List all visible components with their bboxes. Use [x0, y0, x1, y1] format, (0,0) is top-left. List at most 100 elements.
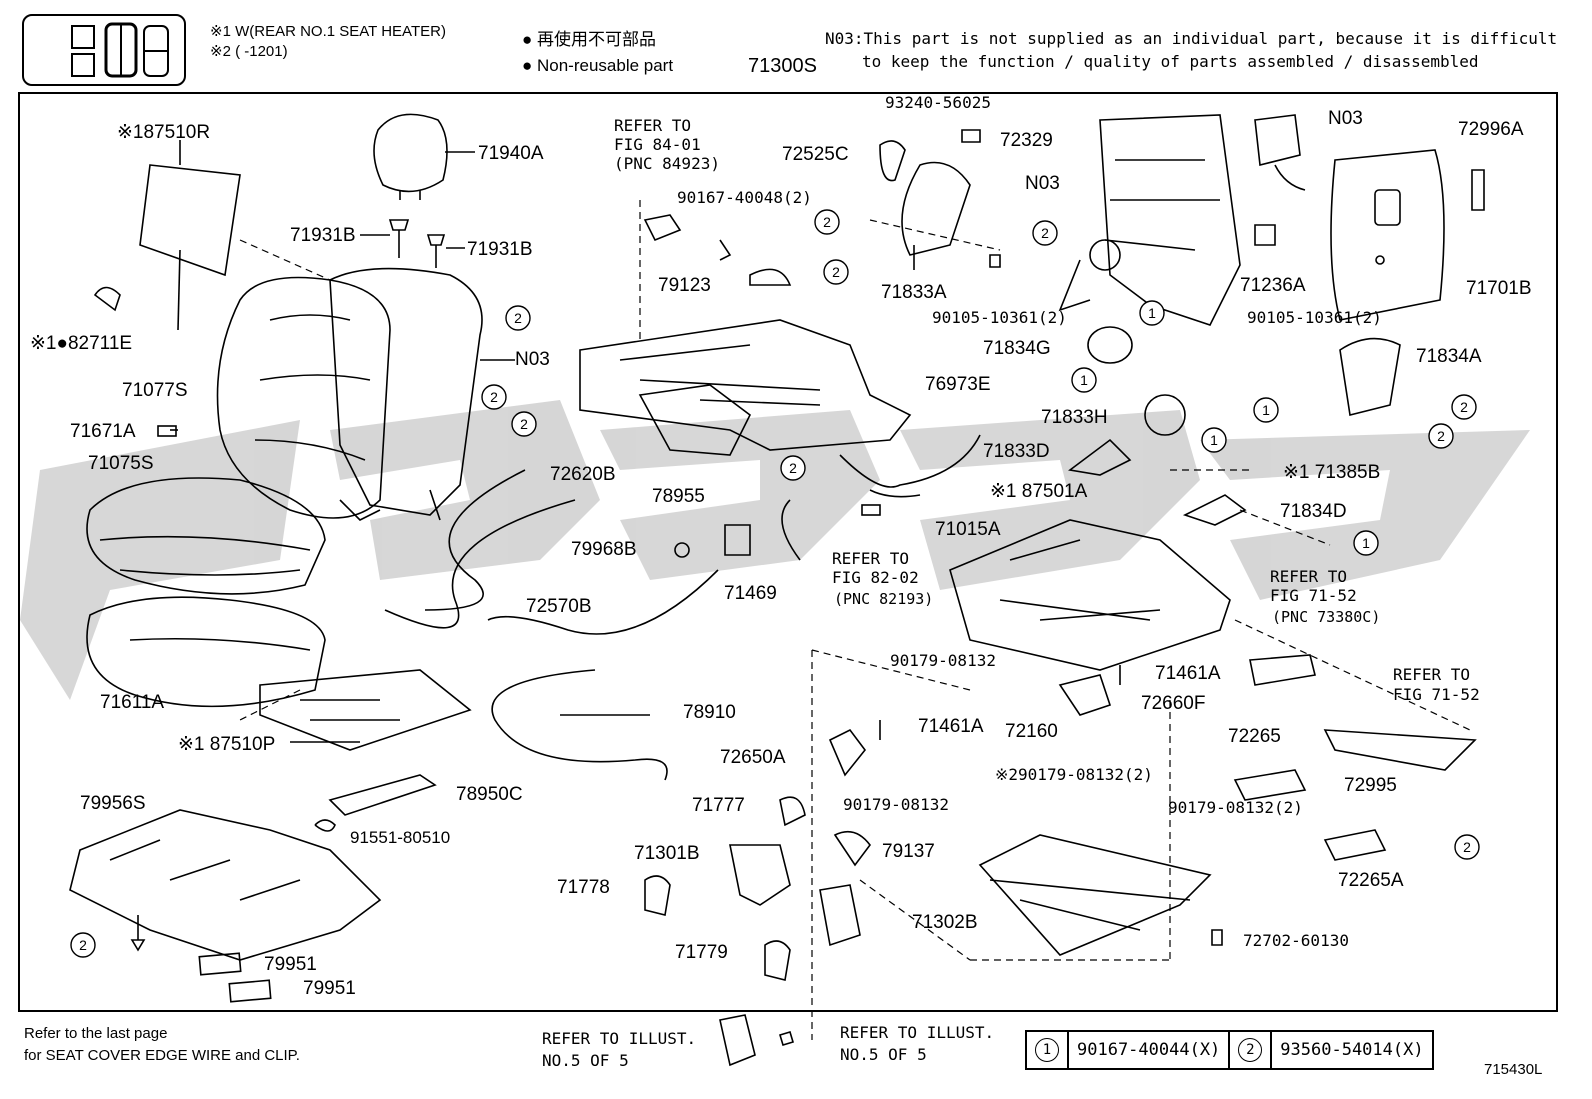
svg-text:1: 1 — [1362, 535, 1370, 551]
label-79968b: 79968B — [571, 539, 637, 560]
svg-text:2: 2 — [520, 416, 528, 432]
label-n03-back: N03 — [515, 349, 550, 370]
label-72702-60130: 72702-60130 — [1243, 931, 1349, 950]
label-71077s: 71077S — [122, 380, 188, 401]
svg-text:1: 1 — [1148, 305, 1156, 321]
label-71611a: 71611A — [100, 692, 165, 713]
svg-text:2: 2 — [514, 310, 522, 326]
label-71461a-a: 71461A — [1155, 663, 1221, 684]
svg-text:2: 2 — [1437, 428, 1445, 444]
label-71075s: 71075S — [88, 453, 154, 474]
ref-fig-84-01-line1: REFER TO — [614, 116, 692, 135]
ref-fig-7152-b-line1: REFER TO — [1393, 665, 1471, 684]
label-71778: 71778 — [557, 877, 610, 898]
label-90167-40048: 90167-40048(2) — [677, 188, 812, 207]
label-71833d: 71833D — [983, 441, 1050, 462]
nonreusable-en: ● Non-reusable part — [522, 56, 674, 75]
nonreusable-jp: ● 再使用不可部品 — [522, 30, 656, 49]
heater-note: ※1 W(REAR NO.1 SEAT HEATER) — [210, 23, 446, 40]
label-78955: 78955 — [652, 486, 705, 507]
label-n03-frame: N03 — [1025, 173, 1060, 194]
label-71015a: 71015A — [935, 519, 1001, 540]
ref-fig-71-52-line1: REFER TO — [1270, 567, 1348, 586]
svg-text:2: 2 — [832, 264, 840, 280]
legend-num-2: 2 — [1230, 1032, 1273, 1068]
refer-illust-b-line2: NO.5 OF 5 — [840, 1045, 927, 1064]
ref-fig-82-02-line3: (PNC 82193) — [834, 590, 934, 608]
label-93240-56025: 93240-56025 — [885, 93, 991, 112]
label-71301b: 71301B — [634, 843, 700, 864]
illustration-code: 715430L — [1484, 1061, 1543, 1078]
label-72329: 72329 — [1000, 130, 1053, 151]
label-72570b: 72570B — [526, 596, 592, 617]
refer-illust-a-line1: REFER TO ILLUST. — [542, 1029, 697, 1048]
ref-fig-84-01-line2: FIG 84-01 — [614, 135, 701, 154]
label-72620b: 72620B — [550, 464, 616, 485]
label-71461a-b: 71461A — [918, 716, 984, 737]
ref-fig-82-02-line1: REFER TO — [832, 549, 910, 568]
svg-text:2: 2 — [1460, 399, 1468, 415]
assembly-number: 71300S — [748, 55, 817, 77]
legend-part-1: 90167-40044(X) — [1069, 1032, 1231, 1068]
svg-text:2: 2 — [823, 214, 831, 230]
n03-note-line2: to keep the function / quality of parts … — [862, 52, 1479, 71]
label-79137: 79137 — [882, 841, 935, 862]
footer-note-line1: Refer to the last page — [24, 1025, 168, 1042]
label-90179-08132-b: 90179-08132 — [843, 795, 949, 814]
label-n03-box: N03 — [1328, 108, 1363, 129]
svg-text:1: 1 — [1210, 432, 1218, 448]
label-71469: 71469 — [724, 583, 777, 604]
label-71671a: 71671A — [70, 421, 136, 442]
label-71834g: 71834G — [983, 338, 1051, 359]
label-71834a: 71834A — [1416, 346, 1482, 367]
label-72160: 72160 — [1005, 721, 1058, 742]
label-71385b: ※1 71385B — [1283, 462, 1381, 483]
serial-note: ※2 ( -1201) — [210, 43, 288, 60]
label-71302b: 71302B — [912, 912, 978, 933]
footer-note-line2: for SEAT COVER EDGE WIRE and CLIP. — [24, 1047, 300, 1064]
svg-text:2: 2 — [1463, 839, 1471, 855]
label-72996a: 72996A — [1458, 119, 1524, 140]
label-90179-08132-d: 90179-08132(2) — [1168, 798, 1303, 817]
label-87501a: ※1 87501A — [990, 481, 1088, 502]
label-90105-10361-a: 90105-10361(2) — [932, 308, 1067, 327]
label-71940a: 71940A — [478, 143, 544, 164]
diagram-frame — [18, 92, 1558, 1012]
label-87510r: ※187510R — [117, 122, 211, 143]
fastener-legend-table: 1 90167-40044(X) 2 93560-54014(X) — [1025, 1030, 1434, 1070]
label-71833h: 71833H — [1041, 407, 1108, 428]
label-90179-08132-a: 90179-08132 — [890, 651, 996, 670]
label-79956s: 79956S — [80, 793, 146, 814]
label-78910: 78910 — [683, 702, 736, 723]
label-72995: 72995 — [1344, 775, 1397, 796]
label-79123: 79123 — [658, 275, 711, 296]
legend-part-2: 93560-54014(X) — [1280, 1040, 1424, 1060]
label-91551-80510: 91551-80510 — [350, 828, 451, 847]
label-90105-10361-b: 90105-10361(2) — [1247, 308, 1382, 327]
ref-fig-84-01-line3: (PNC 84923) — [614, 154, 720, 173]
label-78950c: 78950C — [456, 784, 523, 805]
legend-num-1: 1 — [1027, 1032, 1069, 1068]
svg-text:2: 2 — [490, 389, 498, 405]
label-71236a: 71236A — [1240, 275, 1306, 296]
label-71931b-b: 71931B — [467, 239, 533, 260]
label-71777: 71777 — [692, 795, 745, 816]
svg-text:2: 2 — [1041, 225, 1049, 241]
ref-fig-71-52-line2: FIG 71-52 — [1270, 586, 1357, 605]
svg-text:2: 2 — [79, 937, 87, 953]
seat-position-icon — [22, 14, 186, 86]
label-79951-b: 79951 — [303, 978, 356, 999]
label-71834d: 71834D — [1280, 501, 1347, 522]
label-72265a: 72265A — [1338, 870, 1404, 891]
ref-fig-71-52-line3: (PNC 73380C) — [1272, 608, 1381, 626]
ref-fig-82-02-line2: FIG 82-02 — [832, 568, 919, 587]
label-90179-08132-c: ※290179-08132(2) — [995, 765, 1153, 784]
label-72650a: 72650A — [720, 747, 786, 768]
label-72265: 72265 — [1228, 726, 1281, 747]
label-71931b-a: 71931B — [290, 225, 356, 246]
ref-fig-7152-b-line2: FIG 71-52 — [1393, 685, 1480, 704]
n03-note-line1: N03:This part is not supplied as an indi… — [825, 29, 1558, 48]
svg-text:1: 1 — [1262, 402, 1270, 418]
refer-illust-b-line1: REFER TO ILLUST. — [840, 1023, 995, 1042]
